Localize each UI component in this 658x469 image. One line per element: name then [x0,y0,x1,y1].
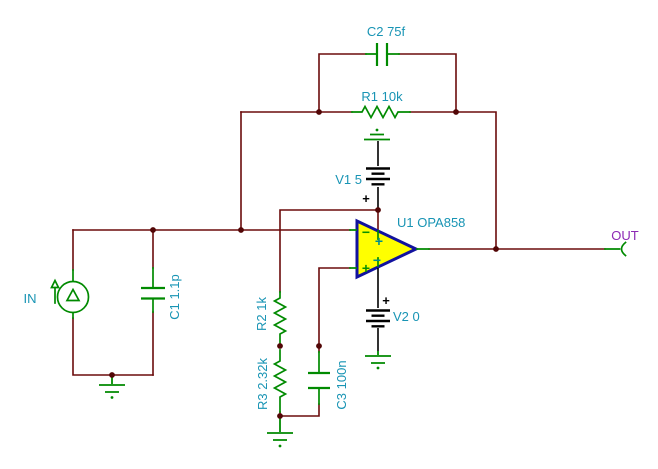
wire-supply-rail[interactable] [279,209,379,293]
wire-c3-bottom[interactable] [279,403,320,417]
labels: C2 75f R1 10k V1 5 + U1 OPA858 + V2 0 IN… [24,24,639,410]
label-v2-plus: + [382,293,390,308]
wire-in-bottom-leg[interactable] [72,317,154,376]
capacitor-c1[interactable] [141,267,165,313]
label-c1: C1 1.1p [167,274,182,320]
wire-c2-right[interactable] [398,53,457,113]
label-r3: R3 2.32k [255,357,270,410]
current-source-in[interactable] [50,269,90,319]
opamp-vplus-pin-label: + [375,233,383,249]
label-c3: C3 100n [334,360,349,409]
label-c2: C2 75f [367,24,406,39]
opamp-vminus-pin-label: − [373,252,381,268]
battery-v1[interactable] [366,141,390,208]
resistor-r3[interactable] [272,349,288,413]
ground-v1[interactable] [364,128,390,141]
label-r2: R2 1k [254,297,269,331]
label-v1-plus: + [362,191,370,206]
opamp-inverting-pin-label: − [362,224,370,240]
wire-noninv[interactable] [318,267,351,347]
resistor-r2[interactable] [272,291,288,347]
junction-dots [109,109,499,419]
resistor-r1[interactable] [351,104,411,120]
label-out-port: OUT [611,228,639,243]
label-in-port: IN [24,291,37,306]
battery-v2[interactable] [366,268,390,351]
label-v2: V2 0 [393,309,420,324]
ground-r3[interactable] [267,416,293,448]
wire-c2-left[interactable] [318,53,367,113]
label-u1: U1 OPA858 [397,215,465,230]
out-terminal[interactable] [604,241,627,257]
capacitor-c3[interactable] [308,351,330,405]
capacitor-c2[interactable] [365,43,400,66]
wires [72,53,606,417]
opamp-noninverting-pin-label: + [362,260,370,276]
opamp-u1[interactable]: − + − + [349,218,430,280]
ground-v2[interactable] [365,351,391,370]
ground-input[interactable] [99,375,125,399]
wire-r1-rail-right[interactable] [409,111,497,250]
label-r1: R1 10k [361,89,403,104]
label-v1: V1 5 [335,172,362,187]
